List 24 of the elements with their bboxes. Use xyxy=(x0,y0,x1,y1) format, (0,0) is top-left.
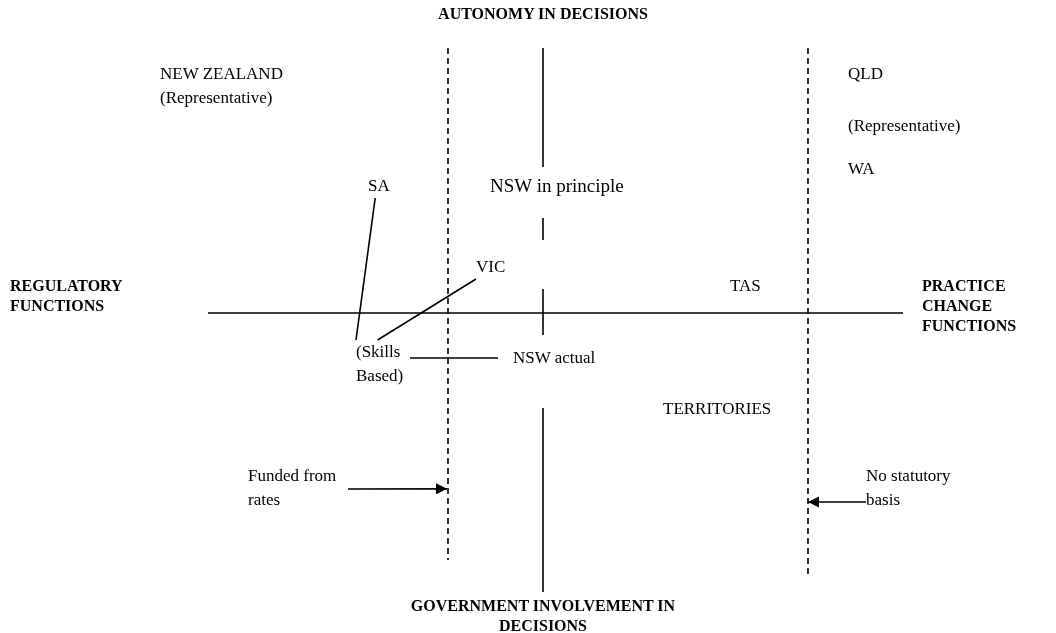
node-text: NSW actual xyxy=(513,346,613,370)
leader-line xyxy=(409,357,499,359)
text-label: TAS xyxy=(730,275,762,297)
text-label: (Representative) xyxy=(848,115,962,137)
dashed-line xyxy=(805,48,811,574)
text-label: WA xyxy=(848,158,876,180)
text-label: REGULATORY FUNCTIONS xyxy=(10,276,124,316)
node-text: No statutory basis xyxy=(866,464,962,516)
text-label: PRACTICE CHANGE FUNCTIONS xyxy=(922,276,1018,336)
node-text: (Skills Based) xyxy=(356,340,410,388)
text-label: NEW ZEALAND (Representative) xyxy=(160,63,284,109)
title: AUTONOMY IN DECISIONS xyxy=(437,4,649,24)
node-text: Funded from rates xyxy=(248,464,348,516)
text-label: NSW in principle xyxy=(490,174,625,198)
text-label: GOVERNMENT INVOLVEMENT IN DECISIONS xyxy=(410,596,676,633)
leader-line xyxy=(355,197,376,341)
arrow xyxy=(347,483,448,495)
arrow xyxy=(807,496,867,508)
text-label: QLD xyxy=(848,63,884,85)
leader-line xyxy=(376,278,477,341)
node-text: SA xyxy=(368,174,404,198)
text-label: TERRITORIES xyxy=(663,398,773,420)
node-text: VIC xyxy=(476,255,520,279)
dashed-line xyxy=(445,48,451,560)
